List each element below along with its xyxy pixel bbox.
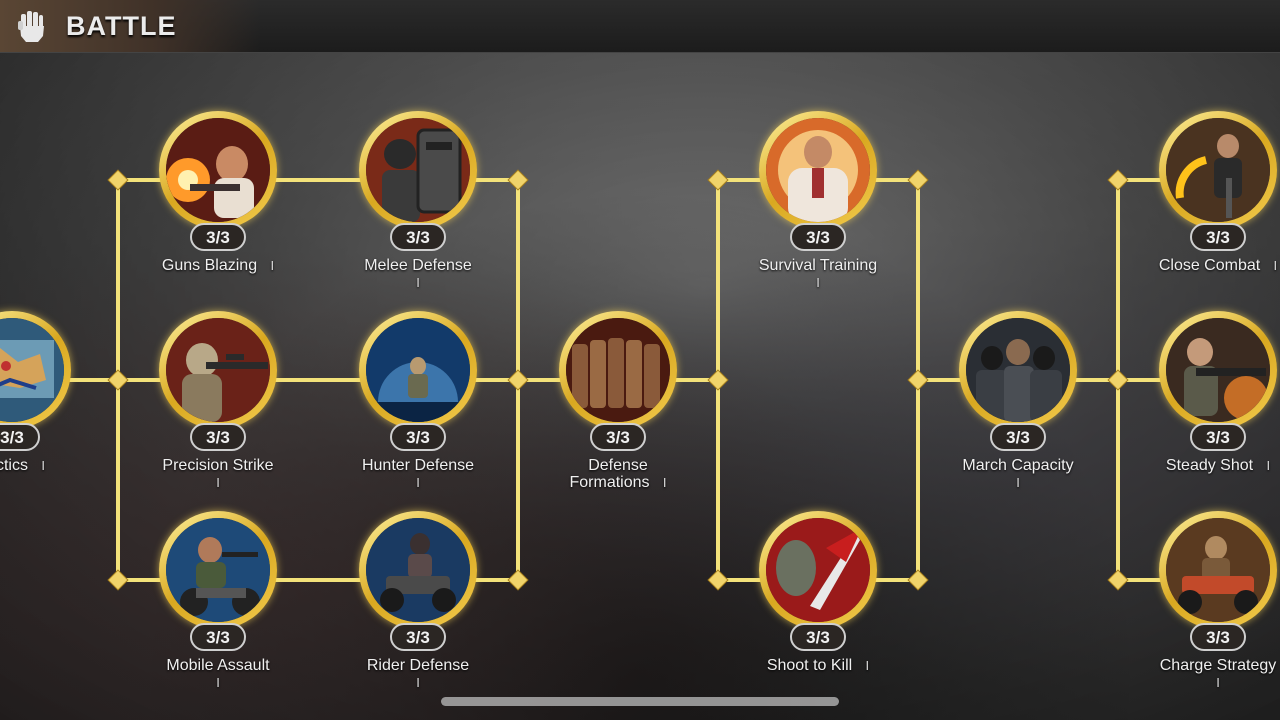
hunter-defense-dome-icon (366, 318, 470, 422)
skill-ring (759, 111, 877, 229)
skill-ring (1159, 311, 1277, 429)
level-badge: 3/3 (390, 623, 446, 651)
level-badge: 3/3 (0, 423, 40, 451)
melee-defense-shield-icon (366, 118, 470, 222)
charge-strategy-quad-icon (1166, 518, 1270, 622)
fist-icon (18, 11, 44, 42)
skill-ring (1159, 111, 1277, 229)
tactics-map-icon (0, 318, 64, 422)
steady-shot-rifle-icon (1166, 318, 1270, 422)
survival-training-muscle-icon (766, 118, 870, 222)
skill-name: Steady Shot I (1165, 457, 1271, 474)
guns-blazing-fire-icon (166, 118, 270, 222)
level-badge: 3/3 (590, 423, 646, 451)
rider-defense-quad-icon (366, 518, 470, 622)
page-title: BATTLE (66, 11, 177, 41)
level-badge: 3/3 (390, 223, 446, 251)
home-indicator[interactable] (441, 697, 839, 706)
skill-ring (359, 311, 477, 429)
level-badge: 3/3 (390, 423, 446, 451)
level-badge: 3/3 (790, 223, 846, 251)
skill-ring (1159, 511, 1277, 629)
skill-ring (359, 511, 477, 629)
level-badge: 3/3 (190, 223, 246, 251)
skill-ring (559, 311, 677, 429)
skill-ring (959, 311, 1077, 429)
level-badge: 3/3 (790, 623, 846, 651)
level-badge: 3/3 (990, 423, 1046, 451)
level-badge: 3/3 (1190, 423, 1246, 451)
defense-formations-barricade-icon (566, 318, 670, 422)
skill-ring (159, 311, 277, 429)
skill-ring (159, 111, 277, 229)
level-badge: 3/3 (1190, 223, 1246, 251)
top-bar: BATTLE (0, 0, 1280, 53)
skill-name: Guns Blazing I (161, 257, 275, 274)
skill-ring (159, 511, 277, 629)
shoot-to-kill-blade-icon (766, 518, 870, 622)
skill-ring (759, 511, 877, 629)
skill-name: Shoot to Kill I (766, 657, 870, 674)
skill-name: Tactics I (0, 457, 45, 474)
level-badge: 3/3 (190, 623, 246, 651)
mobile-assault-bike-icon (166, 518, 270, 622)
precision-strike-sniper-icon (166, 318, 270, 422)
march-capacity-squad-icon (966, 318, 1070, 422)
skill-ring (359, 111, 477, 229)
level-badge: 3/3 (190, 423, 246, 451)
skill-name: Close Combat I (1158, 257, 1278, 274)
close-combat-axe-icon (1166, 118, 1270, 222)
level-badge: 3/3 (1190, 623, 1246, 651)
